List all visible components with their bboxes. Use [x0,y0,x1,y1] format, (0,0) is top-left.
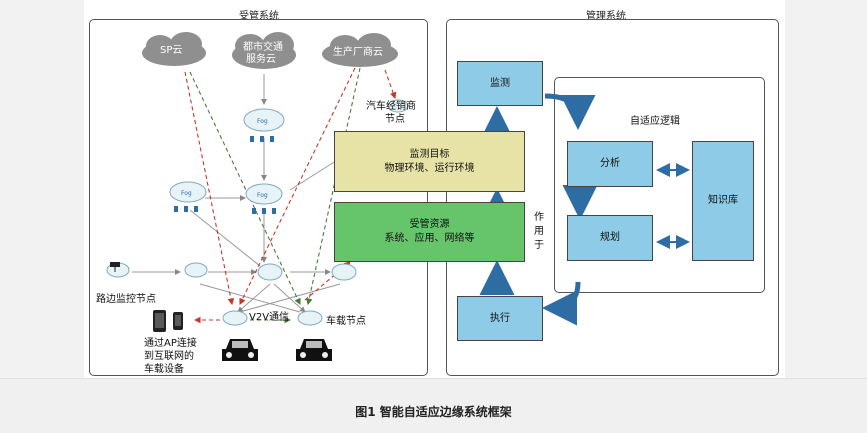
dealer-label-2: 节点 [385,114,405,125]
traffic-cloud-label-2: 服务云 [246,54,276,65]
maker-cloud-label: 生产厂商云 [333,47,383,58]
execute-label: 执行 [490,312,510,324]
network-links [132,74,351,313]
management-system-title: 管理系统 [586,11,626,22]
device-glyphs [174,136,276,214]
camera-icon [110,262,120,272]
caption-band [0,378,867,433]
acts-on-char-2: 用 [534,226,544,237]
sp-cloud-label: SP云 [160,45,183,56]
dealer-label-1: 汽车经销商 [366,101,416,112]
acts-on-char-1: 作 [534,212,544,223]
svg-text:Fog: Fog [181,190,192,197]
adaptive-logic-title: 自适应逻辑 [630,116,680,127]
knowledge-base-label: 知识库 [708,195,738,206]
managed-system-title: 受管系统 [239,11,279,22]
v2v-label: V2V通信 [249,312,290,323]
svg-text:Fog: Fog [257,192,268,199]
monitor-target-detail: 物理环境、运行环境 [384,162,475,174]
ap-label-1: 通过AP连接 [144,338,197,349]
plan-label: 规划 [600,232,620,243]
execute-box: 执行 [457,296,543,341]
analyze-label: 分析 [600,158,620,169]
svg-text:Fog: Fog [257,118,268,125]
managed-resource-title: 受管资源 [409,219,450,230]
monitor-target-box: 监测目标 物理环境、运行环境 [334,131,525,192]
acts-on-char-3: 于 [534,240,544,251]
ap-label-3: 车载设备 [144,364,184,375]
monitor-target-title: 监测目标 [409,148,450,160]
traffic-cloud-label-1: 都市交通 [243,42,283,53]
managed-resource-detail: 系统、应用、网络等 [384,233,475,244]
acts-on-label: 作 用 于 [533,211,545,253]
ap-label-2: 到互联网的 [144,351,194,362]
knowledge-base-box: 知识库 [692,141,754,261]
monitor-label: 监测 [490,77,510,89]
sp-cloud [142,32,206,66]
roadside-label: 路边监控节点 [96,294,156,305]
vehicle-label: 车载节点 [326,316,366,327]
knowledge-links [656,163,690,249]
plan-box: 规划 [567,215,653,261]
figure-caption: 图1 智能自适应边缘系统框架 [355,405,512,419]
analyze-box: 分析 [567,141,653,187]
phone-icons [153,310,183,332]
traffic-cloud [232,32,296,69]
monitor-box: 监测 [457,61,543,106]
managed-resource-box: 受管资源 系统、应用、网络等 [334,202,525,262]
fog-nodes: Fog Fog Fog [106,99,409,326]
maker-cloud [322,33,398,67]
car-icons [222,339,332,361]
